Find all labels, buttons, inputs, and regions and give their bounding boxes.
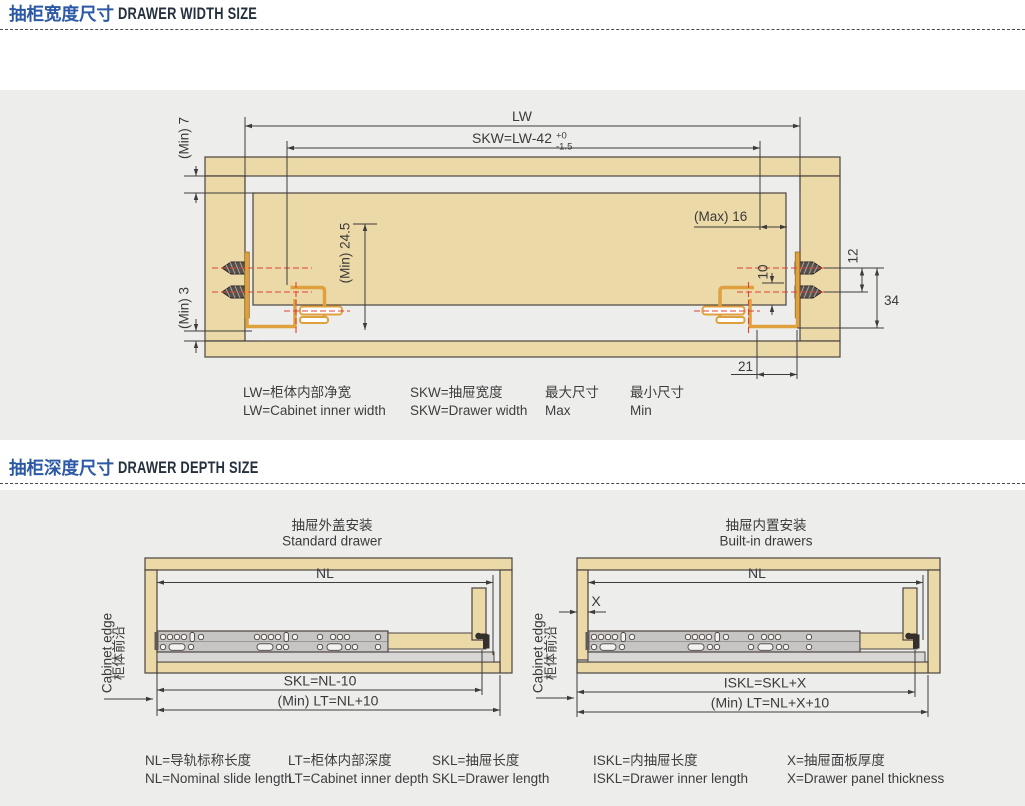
bi-dimension-lines bbox=[536, 575, 929, 717]
legend-nl-en: NL=Nominal slide length bbox=[145, 771, 292, 786]
dim-34-label: 34 bbox=[884, 293, 900, 308]
std-drawer-back-panel bbox=[471, 587, 487, 641]
left-bracket-leg bbox=[245, 299, 297, 329]
legend-iskl: ISKL=内抽屉长度 ISKL=Drawer inner length bbox=[593, 752, 748, 788]
bi-iskl-label: ISKL=SKL+X bbox=[724, 675, 807, 691]
standard-title-zh: 抽屉外盖安装 bbox=[292, 518, 373, 533]
width-diagram: LW SKW=LW-42 +0 -1.5 (Min) 7 (Min) 3 (Mi… bbox=[177, 108, 900, 379]
legend-max-zh: 最大尺寸 bbox=[545, 385, 599, 400]
legend-iskl-en: ISKL=Drawer inner length bbox=[593, 771, 748, 786]
builtin-title-zh: 抽屉内置安装 bbox=[726, 518, 807, 533]
std-rail-extension bbox=[156, 651, 495, 663]
bi-edge-label-zh: 柜体前沿 bbox=[543, 626, 559, 680]
dim-skw-label: SKW=LW-42 bbox=[472, 130, 552, 146]
legend-lw-zh: LW=柜体内部净宽 bbox=[243, 385, 352, 400]
legend-lw-en: LW=Cabinet inner width bbox=[243, 403, 386, 418]
std-dimension-lines bbox=[104, 575, 501, 716]
depth-size-panel: 抽屉外盖安装 Standard drawer NL SKL=NL-10 (Min… bbox=[0, 490, 1025, 806]
dim-21-label: 21 bbox=[738, 359, 753, 374]
cabinet-right-wall bbox=[799, 175, 841, 342]
legend-min-en: Min bbox=[630, 403, 652, 418]
cabinet-left-wall bbox=[204, 175, 246, 342]
legend-x-zh: X=抽屉面板厚度 bbox=[787, 753, 885, 768]
bi-drawer-back-panel bbox=[902, 587, 918, 641]
bi-lt-label: (Min) LT=NL+X+10 bbox=[711, 695, 830, 711]
right-bracket-plate bbox=[794, 251, 801, 319]
std-nl-label: NL bbox=[316, 565, 334, 581]
dim-min245-label: (Min) 24.5 bbox=[338, 223, 353, 284]
dimension-lines bbox=[184, 117, 884, 379]
legend-nl-zh: NL=导轨标称长度 bbox=[145, 753, 252, 768]
legend-skl: SKL=抽屉长度 SKL=Drawer length bbox=[432, 752, 549, 788]
std-rail-tab bbox=[154, 632, 159, 650]
std-top-board bbox=[144, 557, 513, 571]
dim-lw-label: LW bbox=[512, 108, 533, 124]
width-size-title-zh: 抽柜宽度尺寸 bbox=[9, 4, 114, 24]
builtin-title-en: Built-in drawers bbox=[719, 534, 812, 549]
legend-skw-en: SKW=Drawer width bbox=[410, 403, 528, 418]
standard-title-en: Standard drawer bbox=[282, 534, 382, 549]
cabinet-bottom-board bbox=[204, 340, 841, 358]
standard-drawer-diagram: 抽屉外盖安装 Standard drawer NL SKL=NL-10 (Min… bbox=[100, 518, 513, 716]
dim-max16-label: (Max) 16 bbox=[694, 209, 747, 224]
legend-iskl-zh: ISKL=内抽屉长度 bbox=[593, 753, 698, 768]
cabinet-top-board bbox=[204, 156, 841, 177]
bi-top-board bbox=[576, 557, 941, 571]
legend-skl-zh: SKL=抽屉长度 bbox=[432, 753, 520, 768]
legend-lt: LT=柜体内部深度 LT=Cabinet inner depth bbox=[288, 752, 428, 788]
legend-lt-zh: LT=柜体内部深度 bbox=[288, 753, 392, 768]
dim-min7-label: (Min) 7 bbox=[177, 117, 192, 159]
bi-rail-extension bbox=[587, 651, 926, 663]
depth-size-title-en: DRAWER DEPTH SIZE bbox=[118, 459, 259, 477]
right-bracket-leg bbox=[748, 299, 800, 329]
right-rail-slot2 bbox=[715, 316, 746, 324]
depth-diagrams: 抽屉外盖安装 Standard drawer NL SKL=NL-10 (Min… bbox=[100, 518, 941, 717]
bi-edge-label-en: Cabinet edge bbox=[531, 613, 546, 693]
cabinet-cross-section bbox=[204, 156, 841, 358]
bi-back-wall bbox=[927, 569, 941, 674]
std-drawer-bottom bbox=[387, 632, 487, 650]
dim-min3-label: (Min) 3 bbox=[177, 287, 192, 329]
centerlines bbox=[212, 267, 831, 333]
std-bottom-board bbox=[156, 661, 501, 674]
dim-skw-sub: -1.5 bbox=[556, 142, 572, 153]
width-size-title-en: DRAWER WIDTH SIZE bbox=[118, 5, 258, 23]
std-front-edge bbox=[144, 569, 158, 674]
dim-skw-sup: +0 bbox=[556, 131, 567, 142]
dim-12-label: 12 bbox=[846, 248, 861, 263]
std-lt-label: (Min) LT=NL+10 bbox=[278, 693, 379, 709]
legend-x: X=抽屉面板厚度 X=Drawer panel thickness bbox=[787, 752, 944, 788]
builtin-drawer-diagram: 抽屉内置安装 Built-in drawers NL X ISKL=SKL+X … bbox=[531, 518, 941, 717]
legend-min-zh: 最小尺寸 bbox=[630, 385, 684, 400]
bi-x-label: X bbox=[591, 593, 601, 609]
legend-max: 最大尺寸 Max bbox=[545, 384, 599, 420]
legend-skw-zh: SKW=抽屉宽度 bbox=[410, 385, 503, 400]
legend-nl: NL=导轨标称长度 NL=Nominal slide length bbox=[145, 752, 292, 788]
dim-10-label: 10 bbox=[756, 264, 771, 279]
std-edge-label-zh: 柜体前沿 bbox=[111, 626, 127, 680]
drawer-box bbox=[252, 192, 787, 306]
legend-min: 最小尺寸 Min bbox=[630, 384, 684, 420]
left-bracket-plate bbox=[244, 251, 250, 319]
width-size-panel: LW SKW=LW-42 +0 -1.5 (Min) 7 (Min) 3 (Mi… bbox=[0, 90, 1025, 440]
legend-lw: LW=柜体内部净宽 LW=Cabinet inner width bbox=[243, 384, 386, 420]
bi-nl-label: NL bbox=[748, 565, 766, 581]
depth-size-title-zh: 抽柜深度尺寸 bbox=[9, 458, 114, 478]
legend-skl-en: SKL=Drawer length bbox=[432, 771, 550, 786]
left-rail-slot2 bbox=[299, 316, 329, 324]
legend-lt-en: LT=Cabinet inner depth bbox=[288, 771, 429, 786]
std-edge-label-en: Cabinet edge bbox=[100, 613, 115, 693]
legend-x-en: X=Drawer panel thickness bbox=[787, 771, 945, 786]
bi-rail-tab bbox=[585, 632, 590, 650]
std-skl-label: SKL=NL-10 bbox=[284, 673, 357, 689]
legend-skw: SKW=抽屉宽度 SKW=Drawer width bbox=[410, 384, 527, 420]
legend-max-en: Max bbox=[545, 403, 571, 418]
std-back-wall bbox=[499, 569, 513, 674]
bi-front-panel bbox=[576, 569, 589, 661]
bi-bottom-board bbox=[576, 661, 929, 674]
